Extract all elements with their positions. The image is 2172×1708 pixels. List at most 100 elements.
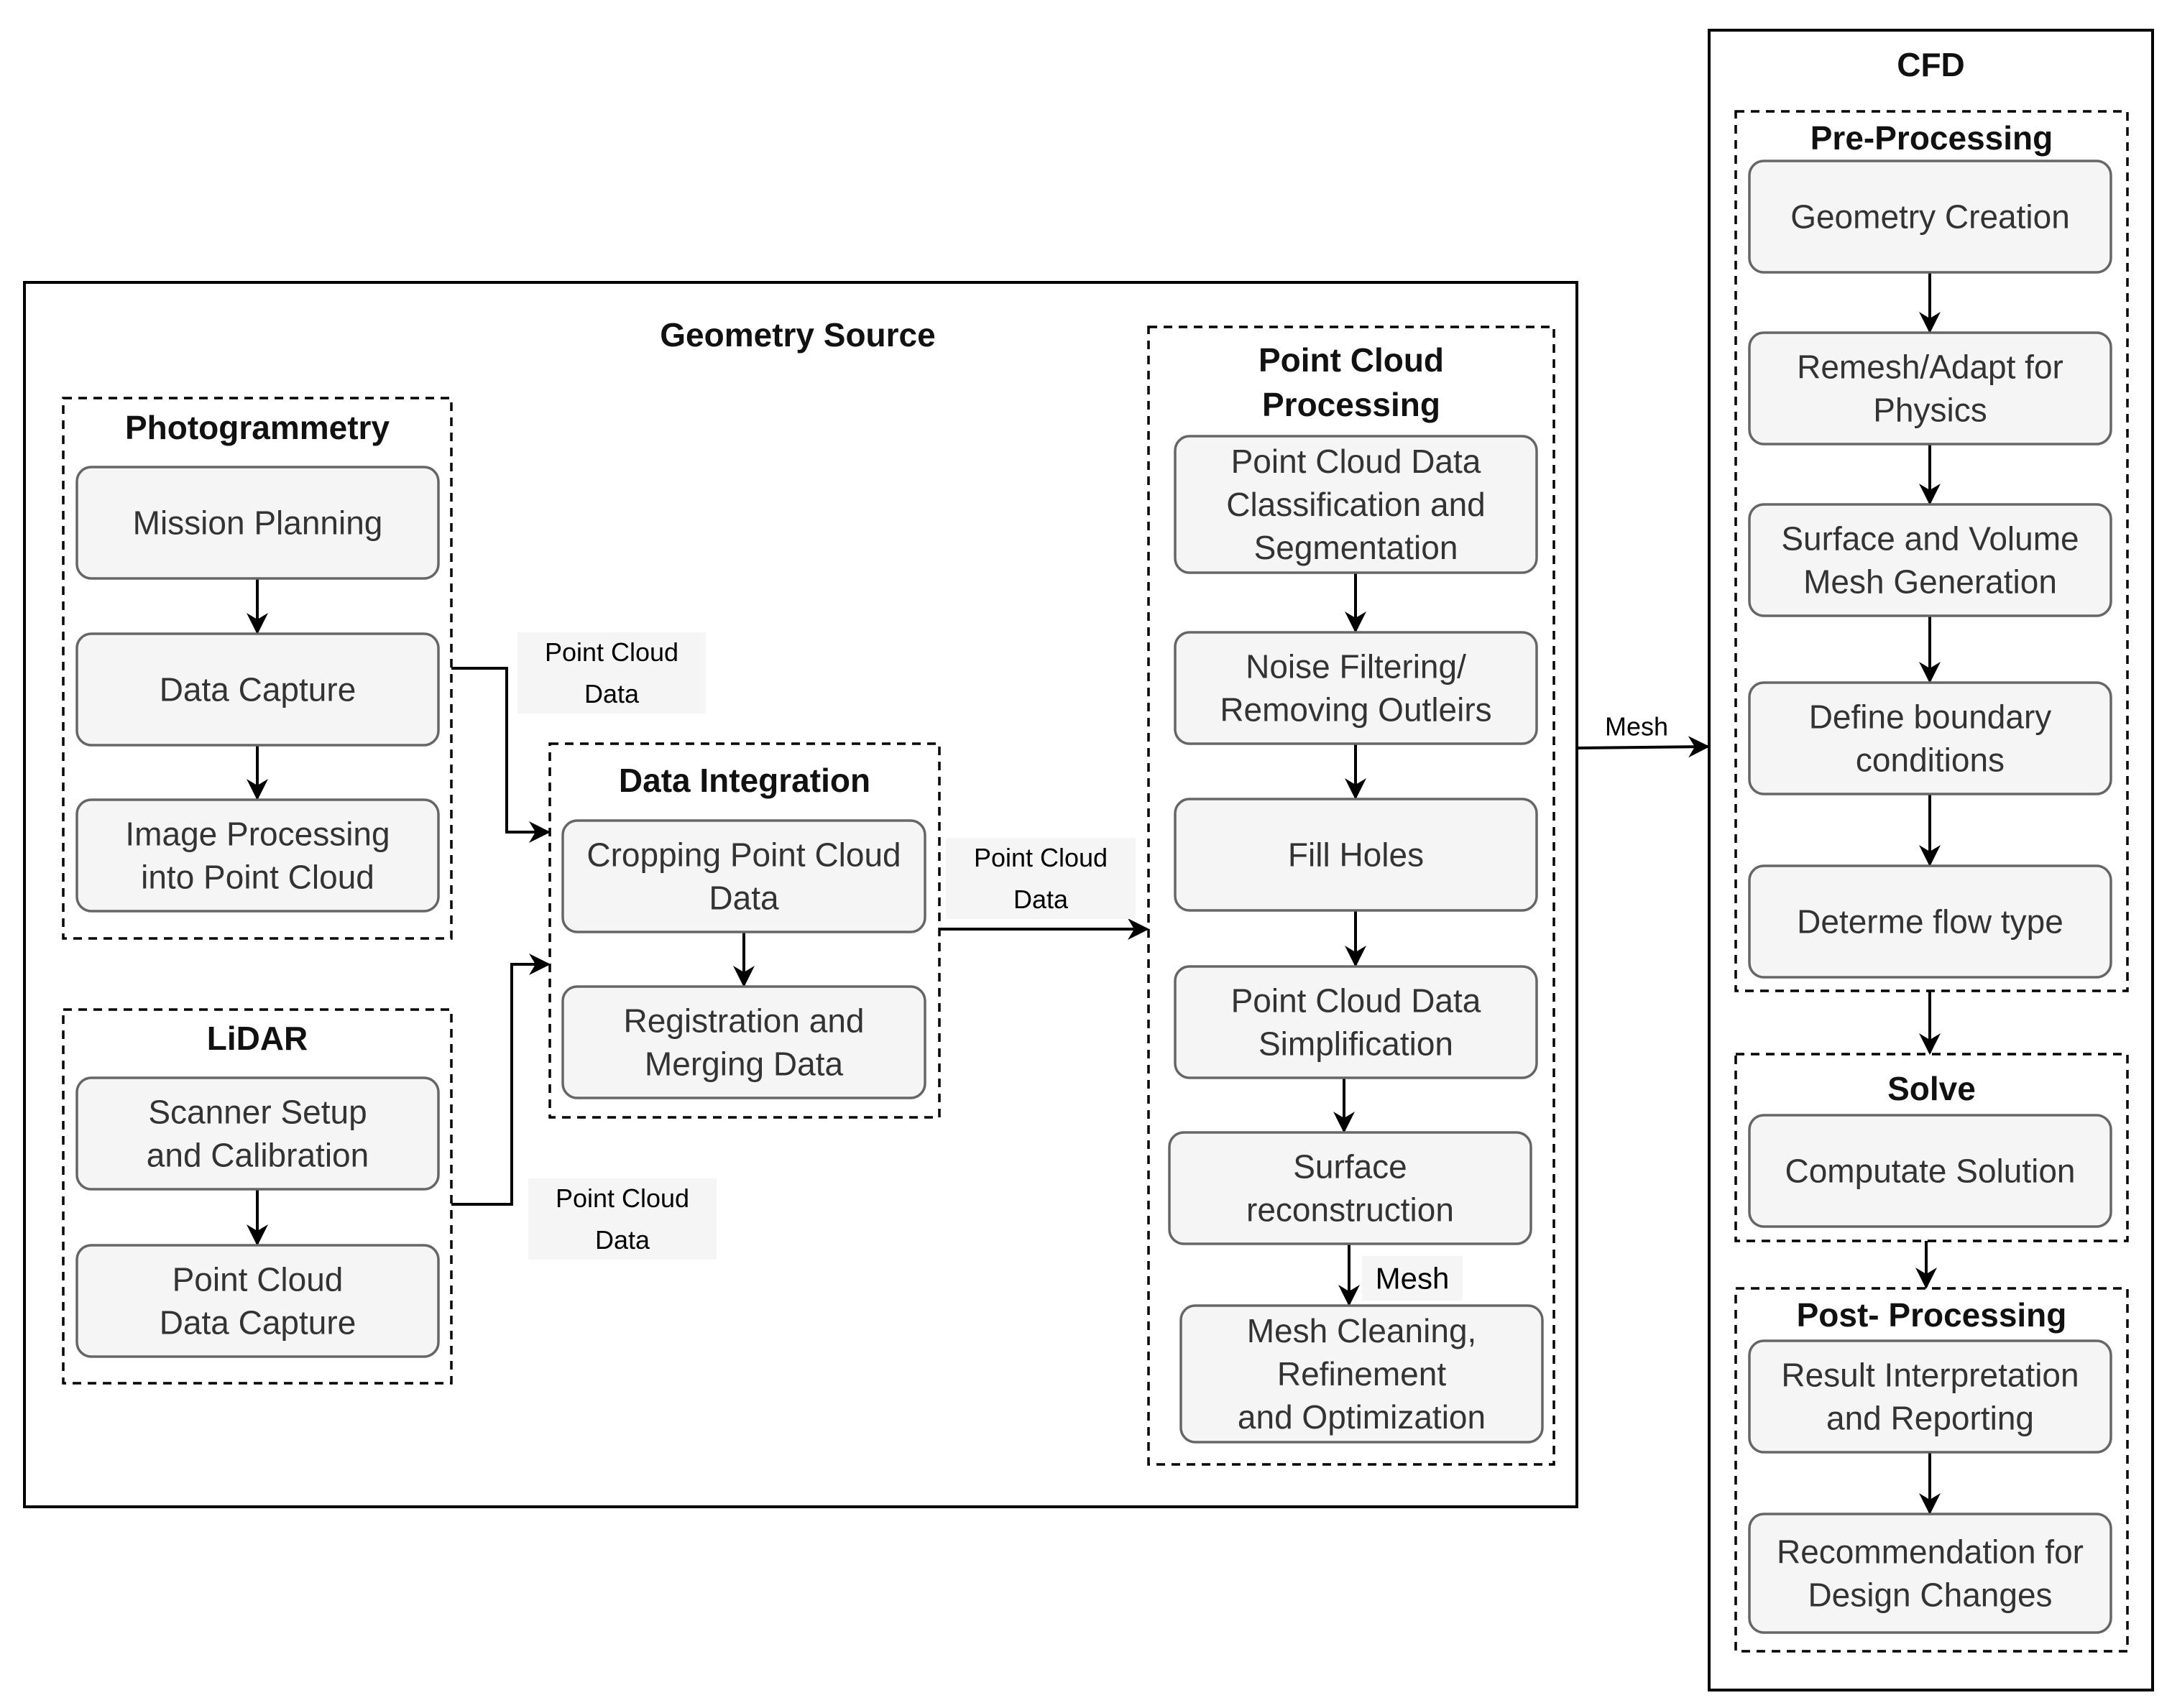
node-label-result-interpretation-line-2: and Reporting	[1826, 1400, 2034, 1437]
node-label-surface-reconstruction-line-2: reconstruction	[1246, 1191, 1454, 1229]
group-frame-lidar	[62, 1008, 453, 1385]
group-title-point-cloud-processing-line-2: Processing	[1262, 386, 1440, 423]
node-compute-solution: Computate Solution	[1748, 1114, 2112, 1228]
node-box-recommendation	[1748, 1513, 2112, 1634]
node-mission-planning: Mission Planning	[75, 466, 440, 580]
edge-lidar-to-integration	[451, 954, 551, 1206]
edge-label-text-geometry-to-cfd-line-1: Mesh	[1605, 712, 1668, 742]
node-label-pc-data-capture-line-1: Point Cloud	[172, 1261, 344, 1298]
node-box-scanner-setup	[75, 1076, 440, 1191]
group-frame-point-cloud-processing	[1147, 326, 1555, 1466]
edge-label-bg-surface-to-mesh	[1362, 1256, 1463, 1301]
group-cfd: CFD	[1708, 29, 2154, 1691]
node-data-capture: Data Capture	[75, 632, 440, 747]
node-label-flow-type-line-1: Determe flow type	[1797, 903, 2063, 941]
edge-label-text-integration-to-processing-line-2: Data	[1013, 885, 1069, 914]
node-box-registration	[561, 985, 926, 1099]
node-box-geometry-creation	[1748, 160, 2112, 274]
node-label-simplification-line-1: Point Cloud Data	[1231, 982, 1481, 1020]
edge-geometry-to-cfd	[1576, 736, 1710, 758]
group-title-pre-processing: Pre-Processing	[1810, 119, 2053, 157]
node-label-boundary-conditions-line-1: Define boundary	[1809, 698, 2052, 736]
node-label-simplification-line-2: Simplification	[1258, 1025, 1453, 1063]
edge-label-text-lidar-to-integration-line-1: Point Cloud	[556, 1183, 689, 1213]
node-label-scanner-setup-line-1: Scanner Setup	[148, 1094, 367, 1131]
group-title-geometry-source: Geometry Source	[660, 316, 935, 354]
node-box-mission-planning	[75, 466, 440, 580]
node-result-interpretation: Result Interpretation and Reporting	[1748, 1339, 2112, 1454]
node-label-boundary-conditions-line-2: conditions	[1856, 742, 2005, 779]
edge-label-surface-to-mesh: Mesh	[1362, 1256, 1463, 1301]
node-label-pc-data-capture-line-2: Data Capture	[160, 1304, 356, 1342]
node-box-boundary-conditions	[1748, 681, 2112, 795]
node-label-compute-solution-line-1: Computate Solution	[1785, 1153, 2075, 1190]
node-label-mesh-cleaning-line-3: and Optimization	[1238, 1398, 1486, 1436]
node-label-noise-filtering-line-1: Noise Filtering/	[1246, 648, 1466, 685]
node-box-surface-reconstruction	[1168, 1131, 1532, 1245]
edge-label-text-lidar-to-integration-line-2: Data	[595, 1225, 650, 1255]
node-box-flow-type	[1748, 864, 2112, 979]
node-box-result-interpretation	[1748, 1339, 2112, 1454]
node-label-registration-line-2: Merging Data	[645, 1045, 844, 1083]
node-box-remesh	[1748, 331, 2112, 446]
node-label-registration-line-1: Registration and	[624, 1002, 865, 1040]
node-label-surface-reconstruction-line-1: Surface	[1293, 1148, 1407, 1186]
group-geometry-source: Geometry Source	[23, 281, 1578, 1508]
group-frame-photogrammetry	[62, 397, 453, 940]
group-pre-processing: Pre-Processing	[1734, 110, 2129, 992]
node-label-classification-line-1: Point Cloud Data	[1231, 443, 1481, 480]
edge-label-bg-photo-to-integration	[517, 632, 706, 714]
edge-label-text-integration-to-processing-line-1: Point Cloud	[974, 843, 1108, 872]
group-title-photogrammetry: Photogrammetry	[125, 409, 390, 446]
node-label-recommendation-line-1: Recommendation for	[1777, 1533, 2084, 1571]
node-label-noise-filtering-line-2: Removing Outleirs	[1220, 691, 1491, 729]
node-fill-holes: Fill Holes	[1174, 798, 1538, 912]
group-frame-pre-processing	[1734, 110, 2129, 992]
node-label-mesh-cleaning-line-2: Refinement	[1277, 1355, 1446, 1393]
node-label-data-capture-line-1: Data Capture	[160, 671, 356, 708]
node-box-compute-solution	[1748, 1114, 2112, 1228]
node-label-result-interpretation-line-1: Result Interpretation	[1781, 1357, 2079, 1394]
node-surface-reconstruction: Surface reconstruction	[1168, 1131, 1532, 1245]
node-box-pc-data-capture	[75, 1244, 440, 1358]
node-box-noise-filtering	[1174, 631, 1538, 745]
node-box-mesh-cleaning	[1179, 1304, 1544, 1444]
group-frame-cfd	[1708, 29, 2154, 1691]
edges-layer	[247, 272, 1941, 1515]
node-label-cropping-line-2: Data	[709, 880, 779, 917]
node-box-fill-holes	[1174, 798, 1538, 912]
group-frame-solve	[1734, 1053, 2129, 1242]
node-flow-type: Determe flow type	[1748, 864, 2112, 979]
node-box-surface-volume-mesh	[1748, 503, 2112, 617]
node-label-cropping-line-1: Cropping Point Cloud	[586, 836, 901, 874]
group-title-point-cloud-processing-line-1: Point Cloud	[1258, 341, 1444, 379]
node-geometry-creation: Geometry Creation	[1748, 160, 2112, 274]
node-label-remesh-line-1: Remesh/Adapt for	[1797, 348, 2063, 386]
edge-label-geometry-to-cfd: Mesh	[1605, 712, 1668, 742]
edge-label-bg-integration-to-processing	[946, 838, 1136, 919]
node-label-scanner-setup-line-2: and Calibration	[147, 1137, 369, 1174]
group-title-solve: Solve	[1887, 1070, 1976, 1107]
node-label-classification-line-2: Classification and	[1226, 486, 1486, 523]
node-label-image-processing-line-1: Image Processing	[125, 816, 390, 853]
node-label-fill-holes-line-1: Fill Holes	[1288, 836, 1424, 874]
node-label-mission-planning-line-1: Mission Planning	[133, 504, 383, 542]
group-title-cfd: CFD	[1897, 46, 1965, 83]
node-label-geometry-creation-line-1: Geometry Creation	[1790, 198, 2070, 236]
